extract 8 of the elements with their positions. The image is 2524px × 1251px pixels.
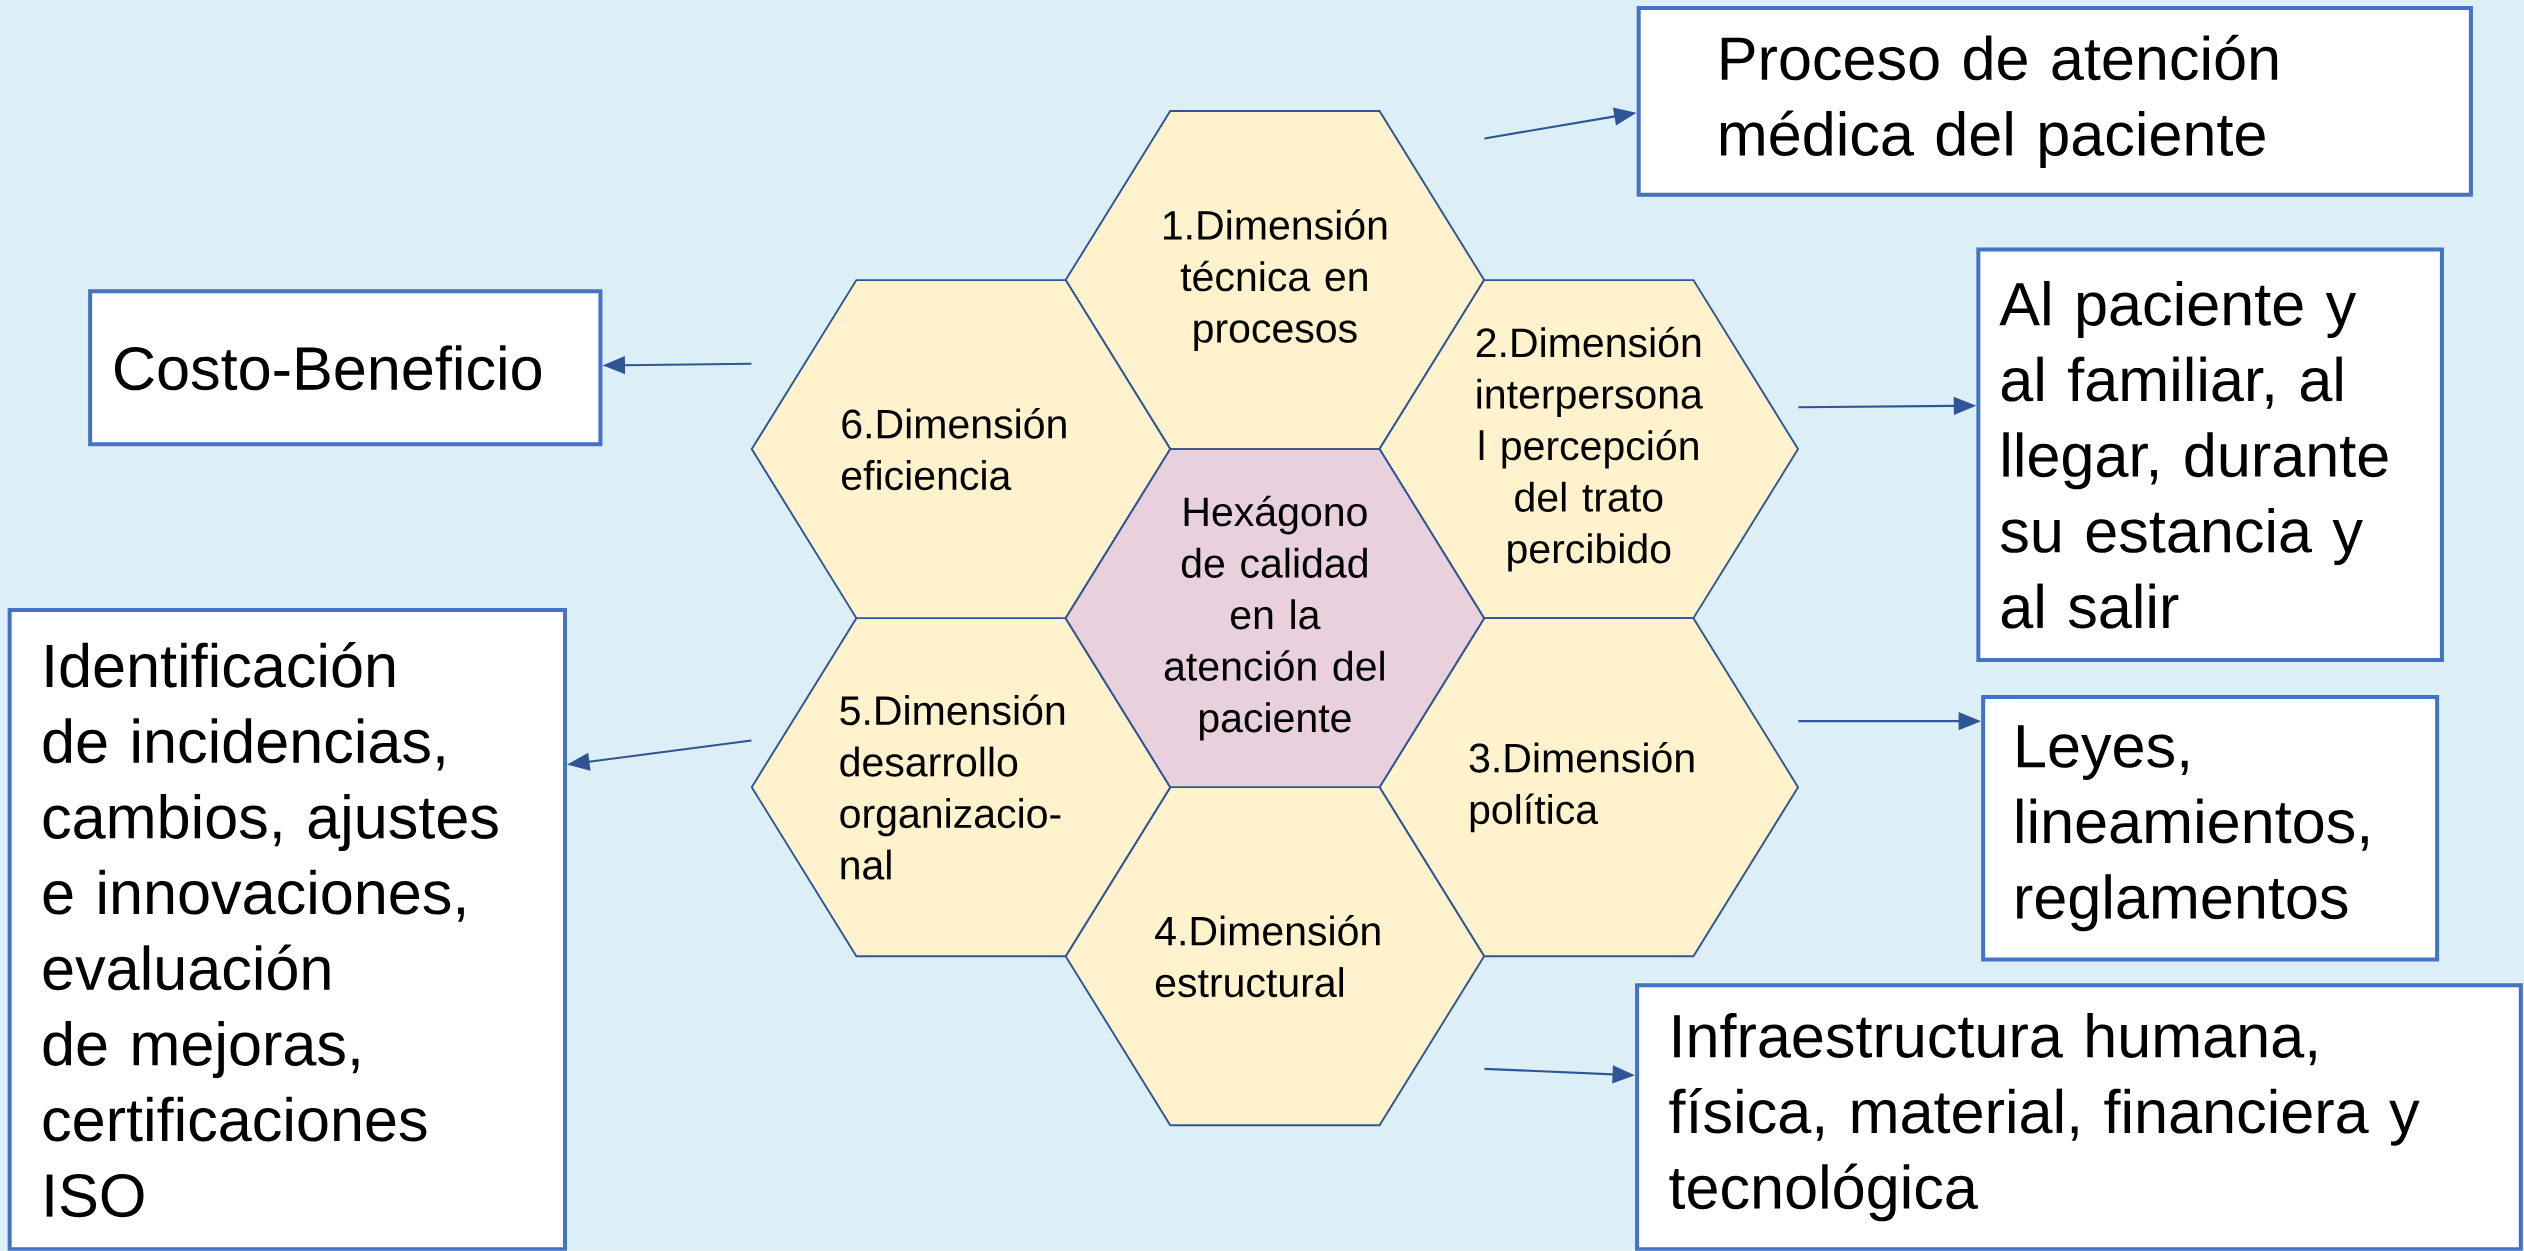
text-box: Costo-Beneficio: [88, 289, 603, 447]
text-box: Identificación de incidencias, cambios, ajustes e innovaciones, evaluación de mejoras, certificaciones ISO: [7, 608, 567, 1251]
text-box: Al paciente y al familiar, al llegar, durante su estancia y al salir: [1976, 247, 2444, 663]
text-box: Infraestructura humana, física, material, financiera y tecnológica: [1635, 983, 2523, 1251]
hexagon: 2.Dimensión interpersona l percepción del trato percibido: [1378, 279, 1800, 620]
text-box: Leyes, lineamientos, reglamentos: [1981, 695, 2440, 962]
text-box: Proceso de atención médica del paciente: [1636, 6, 2473, 197]
hexagon: 6.Dimensión eficiencia: [750, 279, 1172, 620]
